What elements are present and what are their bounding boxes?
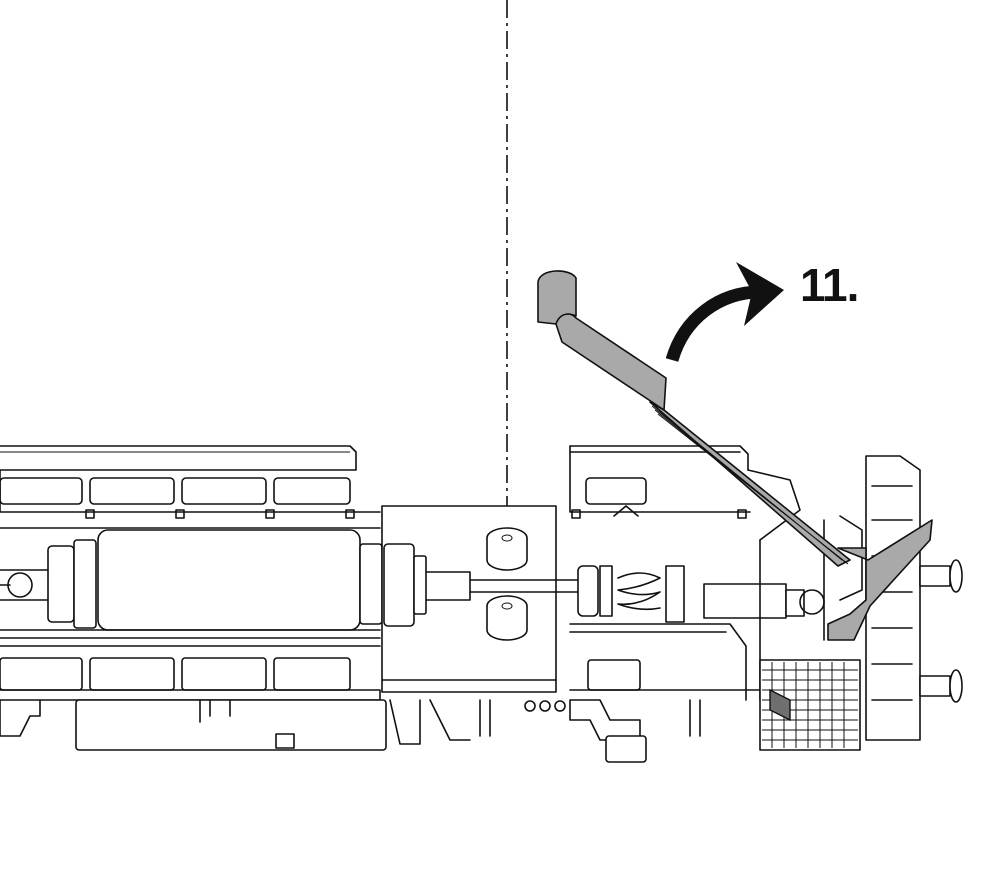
- step-number-label: 11.: [800, 259, 859, 311]
- chassis-frame-left: [0, 445, 421, 751]
- chassis-frame-right: [429, 445, 825, 763]
- end-platform: [747, 455, 963, 751]
- flex-cable: [537, 270, 933, 641]
- rotate-arrow-icon: [665, 262, 784, 362]
- center-mount-plate: [381, 505, 581, 693]
